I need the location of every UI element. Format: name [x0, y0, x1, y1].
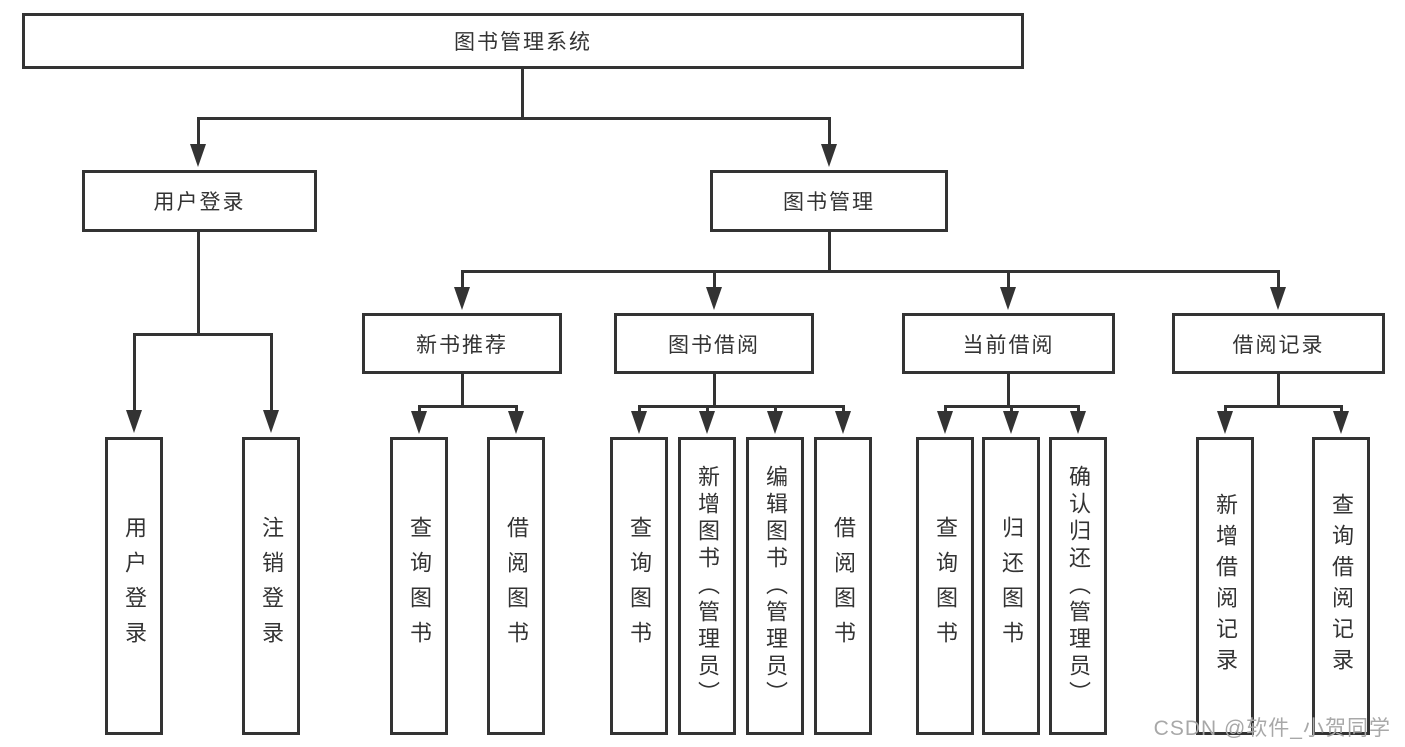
connector-line	[713, 374, 716, 407]
node-current-borrow: 当前借阅	[902, 313, 1115, 374]
connector-line	[828, 232, 831, 272]
leaf-user-login: 用户登录	[105, 437, 163, 735]
leaf-query-books-borrow: 查询图书	[610, 437, 668, 735]
leaf-query-borrow-record: 查询借阅记录	[1312, 437, 1370, 735]
arrow-down-icon	[835, 411, 851, 434]
arrow-down-icon	[1000, 287, 1016, 310]
node-user-login-label: 用户登录	[153, 191, 246, 214]
connector-line	[1007, 270, 1010, 288]
leaf-query-books-recommend-label: 查询图书	[407, 516, 432, 656]
leaf-query-borrow-record-label: 查询借阅记录	[1329, 493, 1354, 679]
leaf-query-books-recommend: 查询图书	[390, 437, 448, 735]
connector-line	[1010, 405, 1013, 413]
connector-line	[197, 117, 200, 145]
arrow-down-icon	[1003, 411, 1019, 434]
leaf-confirm-return-admin-label: 确认归还（管理员）	[1066, 464, 1091, 708]
leaf-borrow-books: 借阅图书	[814, 437, 872, 735]
connector-line	[828, 117, 831, 145]
arrow-down-icon	[937, 411, 953, 434]
leaf-query-books-borrow-label: 查询图书	[627, 516, 652, 656]
leaf-user-login-label: 用户登录	[122, 516, 147, 656]
connector-line	[638, 405, 641, 413]
leaf-borrow-books-recommend-label: 借阅图书	[504, 516, 529, 656]
arrow-down-icon	[263, 410, 279, 433]
connector-line	[461, 270, 1280, 273]
arrow-down-icon	[1333, 411, 1349, 434]
leaf-edit-books-admin: 编辑图书（管理员）	[746, 437, 804, 735]
node-borrow-records: 借阅记录	[1172, 313, 1385, 374]
arrow-down-icon	[126, 410, 142, 433]
arrow-down-icon	[699, 411, 715, 434]
arrow-down-icon	[411, 411, 427, 434]
leaf-return-books: 归还图书	[982, 437, 1040, 735]
connector-line	[418, 405, 518, 408]
connector-line	[521, 69, 524, 118]
leaf-query-books-current-label: 查询图书	[933, 516, 958, 656]
leaf-add-borrow-record-label: 新增借阅记录	[1213, 493, 1238, 679]
arrow-down-icon	[631, 411, 647, 434]
arrow-down-icon	[1070, 411, 1086, 434]
connector-line	[197, 117, 831, 120]
node-book-borrow-label: 图书借阅	[668, 333, 760, 357]
connector-line	[1224, 405, 1227, 413]
arrow-down-icon	[454, 287, 470, 310]
arrow-down-icon	[1217, 411, 1233, 434]
connector-line	[461, 270, 464, 288]
leaf-confirm-return-admin: 确认归还（管理员）	[1049, 437, 1107, 735]
leaf-return-books-label: 归还图书	[999, 516, 1024, 656]
node-current-borrow-label: 当前借阅	[962, 333, 1055, 357]
node-book-borrow: 图书借阅	[614, 313, 814, 374]
connector-line	[713, 270, 716, 288]
arrow-down-icon	[821, 144, 837, 167]
connector-line	[842, 405, 845, 413]
arrow-down-icon	[767, 411, 783, 434]
connector-line	[1224, 405, 1343, 408]
connector-line	[270, 333, 273, 411]
leaf-query-books-current: 查询图书	[916, 437, 974, 735]
node-library-system-label: 图书管理系统	[454, 31, 592, 54]
connector-line	[638, 405, 845, 408]
arrow-down-icon	[190, 144, 206, 167]
arrow-down-icon	[706, 287, 722, 310]
connector-line	[197, 232, 200, 335]
node-user-login: 用户登录	[82, 170, 317, 232]
leaf-logout-label: 注销登录	[259, 516, 284, 656]
node-book-management-label: 图书管理	[783, 191, 875, 214]
connector-line	[706, 405, 709, 413]
arrow-down-icon	[1270, 287, 1286, 310]
arrow-down-icon	[508, 411, 524, 434]
connector-line	[1277, 270, 1280, 288]
leaf-logout: 注销登录	[242, 437, 300, 735]
connector-line	[944, 405, 947, 413]
connector-line	[515, 405, 518, 413]
leaf-edit-books-admin-label: 编辑图书（管理员）	[763, 464, 788, 708]
connector-line	[1077, 405, 1080, 413]
leaf-add-borrow-record: 新增借阅记录	[1196, 437, 1254, 735]
csdn-watermark: CSDN @软件_小贺同学	[1153, 717, 1391, 740]
connector-line	[133, 333, 273, 336]
connector-line	[461, 374, 464, 407]
leaf-add-books-admin: 新增图书（管理员）	[678, 437, 736, 735]
leaf-borrow-books-label: 借阅图书	[831, 516, 856, 656]
connector-line	[418, 405, 421, 413]
connector-line	[774, 405, 777, 413]
connector-line	[1340, 405, 1343, 413]
connector-line	[133, 333, 136, 411]
leaf-borrow-books-recommend: 借阅图书	[487, 437, 545, 735]
node-new-book-recommend-label: 新书推荐	[416, 333, 508, 357]
node-library-system: 图书管理系统	[22, 13, 1024, 69]
node-new-book-recommend: 新书推荐	[362, 313, 562, 374]
connector-line	[1007, 374, 1010, 407]
node-borrow-records-label: 借阅记录	[1232, 333, 1325, 357]
connector-line	[1277, 374, 1280, 407]
leaf-add-books-admin-label: 新增图书（管理员）	[695, 464, 720, 708]
node-book-management: 图书管理	[710, 170, 948, 232]
